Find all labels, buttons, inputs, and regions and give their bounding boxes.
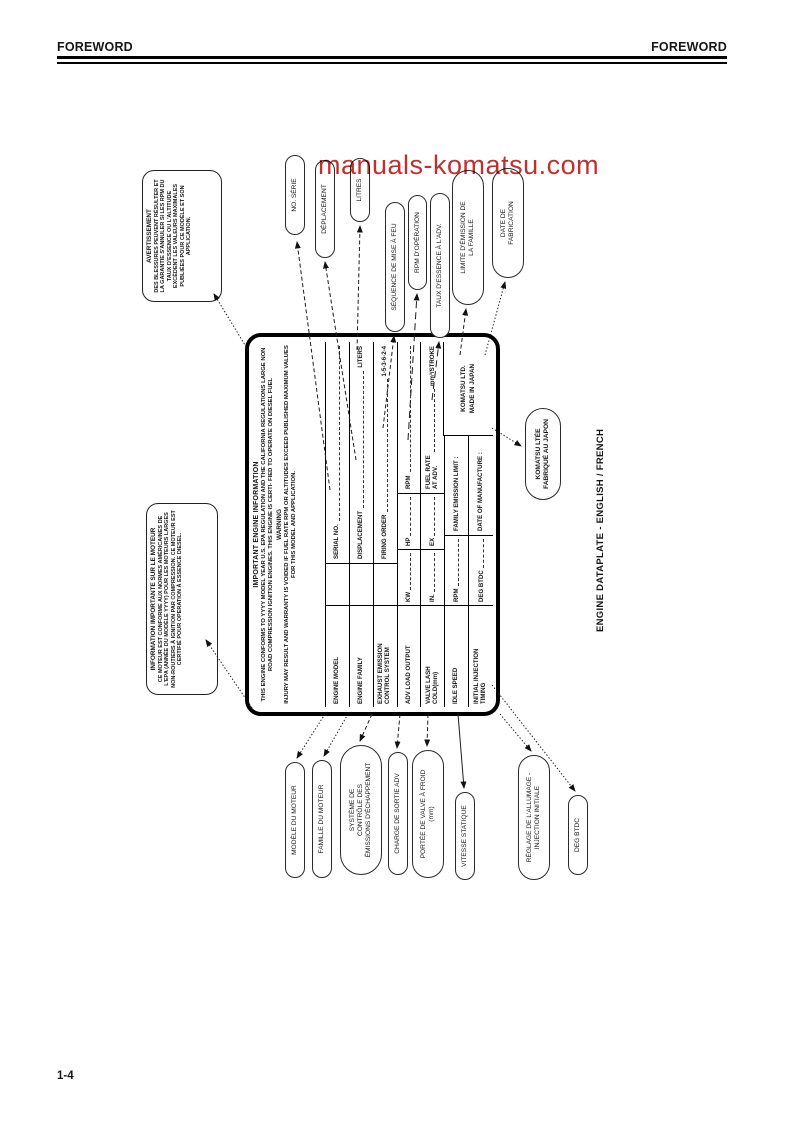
fill-in-line	[386, 379, 388, 512]
table-row-adv-output: ADV LOAD OUTPUT KW HP RPM	[397, 342, 422, 707]
table-row-engine-family: ENGINE FAMILY DISPLACEMENT LITERS	[349, 342, 374, 707]
cell-kw: KW	[405, 591, 413, 602]
fill-in-line	[434, 388, 436, 453]
cell-fuel-rate: FUEL RATE AT ADV.	[425, 455, 439, 489]
leader-warning-box	[213, 293, 249, 351]
cell-blank	[326, 563, 349, 605]
cell-deg-btdc: DEG BTDC	[477, 570, 485, 602]
plate-title: IMPORTANT ENGINE INFORMATION	[253, 461, 260, 588]
watermark-text: manuals-komatsu.com	[318, 150, 600, 180]
plate-warning-title: WARNING	[276, 509, 284, 540]
cell-engine-family: ENGINE FAMILY	[349, 605, 373, 707]
cell-valve-lash: VALVE LASH COLD(mm)	[421, 605, 445, 707]
cell-liters: LITERS	[357, 346, 365, 368]
fill-in-line	[410, 553, 412, 590]
info-box-french: INFORMATION IMPORTANTE SUR LE MOTEUR CE …	[146, 503, 218, 695]
callout-valve-lash: PORTÉE DE VALVE À FROID (mm)	[412, 750, 444, 878]
cell-initial-injection-timing: INITIAL INJECTION TIMING	[469, 605, 493, 707]
leader-liters	[356, 225, 363, 351]
table-row-emission-system: EXHAUST EMISSION CONTROL SYSTEM FIRING O…	[373, 342, 398, 707]
table-row-engine-model: ENGINE MODEL SERIAL NO.	[326, 342, 350, 707]
callout-injection-timing: RÉGLAGE DE L'ALLUMAGE - INJECTION INITIA…	[518, 755, 550, 880]
fill-in-line	[338, 346, 340, 522]
header-right: FOREWORD	[651, 40, 727, 54]
warning-box-body: DES BLESSURES PEUVENT RÉSULTER ET LA GAR…	[154, 179, 192, 293]
diagram-caption: ENGINE DATAPLATE - ENGLISH / FRENCH	[595, 428, 606, 632]
maker-cell-komatsu: KOMATSU LTD. MADE IN JAPAN	[443, 342, 493, 436]
callout-engine-family: FAMILLE DU MOTEUR	[312, 760, 332, 878]
cell-displacement: DISPLACEMENT	[357, 510, 365, 559]
callout-emission-control-system: SYSTÈME DE CONTRÔLE DES ÉMISSIONS D'ÉCHA…	[340, 745, 382, 875]
cell-serial-no: SERIAL NO.	[333, 524, 341, 559]
page-number: 1-4	[57, 1070, 74, 1082]
leader-valve-lash	[424, 713, 431, 747]
callout-deg-btdc: DEG BTDC	[568, 795, 588, 875]
cell-idle-speed: IDLE SPEED	[445, 605, 469, 707]
cell-firing-order: FIRING ORDER	[380, 514, 388, 559]
cell-ex: EX	[429, 537, 437, 546]
cell-blank	[349, 563, 373, 605]
leader-emission-system	[359, 713, 373, 742]
cell-rpm: RPM	[404, 475, 412, 489]
cell-engine-model: ENGINE MODEL	[326, 605, 349, 707]
cell-in: IN.	[429, 594, 437, 602]
info-box-body: CE MOTEUR EST CONFORME AUX NORMES AMÉRIC…	[158, 510, 184, 688]
leader-injection-timing	[499, 713, 532, 752]
fill-in-line	[434, 553, 436, 593]
callout-engine-model: MODÈLE DU MOTEUR	[285, 762, 305, 878]
leader-engine-family	[323, 713, 349, 757]
leader-idle-speed	[457, 713, 467, 789]
callout-firing-order: SÉQUENCE DE MISE À FEU	[385, 202, 405, 332]
warning-box-title: AVERTISSEMENT	[146, 209, 153, 263]
fill-in-line	[410, 497, 412, 536]
plate-header: IMPORTANT ENGINE INFORMATION THIS ENGINE…	[253, 345, 298, 704]
info-box-title: INFORMATION IMPORTANTE SUR LE MOTEUR	[150, 527, 157, 671]
callout-idle-speed: VITESSE STATIQUE	[455, 792, 475, 880]
leader-engine-model	[296, 713, 326, 759]
fill-in-line	[410, 346, 412, 473]
cell-hp: HP	[405, 537, 413, 546]
fill-in-line	[362, 370, 364, 508]
header-rule	[57, 56, 727, 64]
rotated-diagram: AVERTISSEMENT DES BLESSURES PEUVENT RÉSU…	[140, 150, 620, 890]
leader-adv-output	[394, 713, 401, 749]
cell-blank	[373, 563, 397, 605]
fill-in-line	[482, 539, 484, 569]
callout-family-emission-limit: LIMITE D'ÉMISSION DE LA FAMILLE	[452, 170, 484, 305]
callout-serial-no: NO. SÉRIE	[285, 155, 305, 235]
cell-firing-order-value: 1-5-3-6-2-4	[380, 346, 388, 377]
fill-in-line	[458, 539, 460, 587]
warning-box-french: AVERTISSEMENT DES BLESSURES PEUVENT RÉSU…	[142, 170, 222, 302]
engine-dataplate: IMPORTANT ENGINE INFORMATION THIS ENGINE…	[245, 333, 500, 716]
fill-in-line	[434, 497, 436, 536]
table-row-valve-lash: VALVE LASH COLD(mm) IN. EX FUEL RATE AT …	[421, 342, 446, 707]
cell-date-of-manufacture: DATE OF MANUFACTURE :	[476, 452, 484, 531]
callout-operating-rpm: RPM D'OPÉRATION	[408, 195, 427, 290]
callout-date-of-manufacture: DATE DE FABRICATION	[492, 168, 524, 278]
cell-adv-load-output: ADV LOAD OUTPUT	[397, 605, 421, 707]
cell-mm-stroke: mm³/STROKE	[428, 346, 436, 386]
cell-idle-rpm: RPM	[453, 588, 461, 602]
callout-fuel-rate: TAUX D'ESSENCE À L'ADV.	[430, 193, 450, 338]
header-left: FOREWORD	[57, 40, 133, 54]
cell-exhaust-emission-control: EXHAUST EMISSION CONTROL SYSTEM	[373, 605, 397, 707]
cell-family-emission-limit: FAMILY EMISSION LIMIT :	[452, 456, 460, 531]
callout-adv-output: CHARGE DE SORTIE ADV	[388, 752, 408, 875]
plate-paragraph-1: THIS ENGINE CONFORMS TO YYYY MODEL YEAR …	[261, 347, 275, 702]
callout-komatsu-ltee: KOMATSU LTÉE FABRIQUÉ AU JAPON	[525, 408, 561, 500]
plate-paragraph-2: INJURY MAY RESULT AND WARRANTY IS VOIDED…	[284, 345, 298, 704]
